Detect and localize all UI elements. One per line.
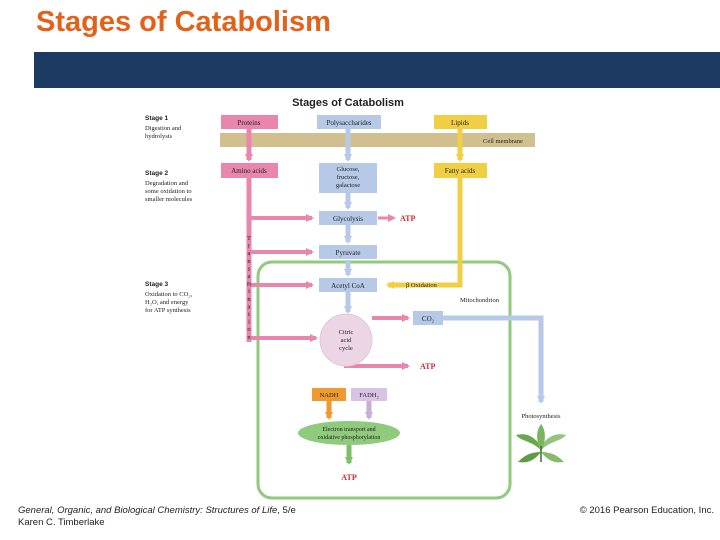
- transamination-letter: o: [247, 326, 250, 333]
- transamination-letter: m: [246, 281, 251, 288]
- transamination-letter: r: [248, 243, 251, 250]
- proteins-box: [221, 115, 278, 129]
- citric-acid-cycle-label: acid: [341, 337, 353, 344]
- cell-membrane-band: [220, 133, 535, 147]
- glucose-label: Glucose,: [337, 166, 360, 173]
- amino-acids-box: [221, 163, 278, 178]
- glucose-label: galactose: [336, 182, 360, 189]
- title-bar: [34, 52, 720, 88]
- stage-1-label: Stage 1 Digestion and hydrolysis: [145, 115, 182, 140]
- glycolysis-label: Glycolysis: [333, 215, 363, 223]
- transamination-letter: n: [247, 334, 251, 341]
- lipids-label: Lipids: [451, 119, 469, 127]
- stage-2-line: Degradation and: [145, 180, 189, 187]
- proteins-label: Proteins: [238, 119, 261, 127]
- atp-label: ATP: [420, 362, 436, 371]
- stage-3-line: for ATP synthesis: [145, 307, 191, 314]
- stage-1-line: hydrolysis: [145, 133, 173, 140]
- fadh2-label: FADH₂: [359, 392, 378, 399]
- transamination-letter: a: [248, 250, 251, 257]
- fatty-acids-label: Fatty acids: [445, 167, 476, 175]
- stage-3-label: Stage 3 Oxidation to CO₂, H₂O, and energ…: [145, 281, 193, 314]
- stage-2-line: smaller molecules: [145, 196, 193, 203]
- nadh-box: [312, 388, 346, 401]
- book-edition: , 5/e: [277, 505, 296, 516]
- transamination-letter: i: [248, 319, 250, 326]
- figure-title: Stages of Catabolism: [292, 97, 404, 109]
- stage-2-label: Stage 2 Degradation and some oxidation t…: [145, 170, 193, 203]
- mitochondrion-label: Mitochondrion: [460, 297, 500, 304]
- transamination-letter: a: [248, 273, 251, 280]
- mitochondrion-outline: [256, 260, 512, 500]
- stage-2-heading: Stage 2: [145, 170, 169, 177]
- pyruvate-label: Pyruvate: [336, 249, 361, 257]
- atp-label: ATP: [400, 214, 416, 223]
- book-title: General, Organic, and Biological Chemist…: [18, 505, 278, 516]
- stage-2-line: some oxidation to: [145, 188, 192, 195]
- copyright: © 2016 Pearson Education, Inc.: [579, 505, 714, 516]
- citric-acid-cycle-label: Citric: [339, 329, 354, 336]
- glucose-box: [319, 163, 377, 193]
- stage-3-line: Oxidation to CO₂,: [145, 291, 193, 298]
- transamination-letter: T: [247, 235, 251, 242]
- transamination-letter: i: [248, 288, 250, 295]
- amino-acids-label: Amino acids: [231, 167, 267, 175]
- electron-transport-label: oxidative phosphorylation: [318, 435, 381, 441]
- pyruvate-box: [319, 245, 377, 259]
- co2-box: [413, 311, 443, 325]
- photosynthesis-label: Photosynthesis: [521, 413, 560, 420]
- electron-transport-ellipse: [298, 421, 400, 445]
- plant-icon: [516, 424, 566, 463]
- cell-membrane-label: Cell membrane: [483, 138, 523, 145]
- fatty-acids-box: [434, 163, 487, 178]
- glycolysis-box: [319, 211, 377, 225]
- footer-citation: General, Organic, and Biological Chemist…: [18, 505, 296, 529]
- fadh2-box: [351, 388, 387, 401]
- transamination-letter: t: [248, 311, 250, 318]
- stage-1-line: Digestion and: [145, 125, 182, 132]
- polysaccharides-box: [317, 115, 381, 129]
- slide-title: Stages of Catabolism: [36, 6, 331, 38]
- stage-1-heading: Stage 1: [145, 115, 169, 122]
- transamination-letter: n: [247, 296, 251, 303]
- beta-oxidation-path: [386, 177, 463, 289]
- beta-oxidation-label: β Oxidation: [406, 282, 438, 289]
- nadh-label: NADH: [320, 392, 339, 399]
- acetyl-coa-box: [319, 278, 377, 292]
- stage-3-heading: Stage 3: [145, 281, 169, 288]
- co2-to-photosynthesis-arrow: [440, 315, 545, 404]
- book-author: Karen C. Timberlake: [18, 517, 105, 528]
- transamination-letter: s: [248, 265, 251, 272]
- co2-label: CO₂: [422, 315, 435, 323]
- polysaccharides-label: Polysaccharides: [326, 119, 371, 127]
- electron-transport-label: Electron transport and: [322, 427, 375, 433]
- lipids-box: [434, 115, 487, 129]
- glucose-label: fructose,: [337, 174, 360, 181]
- acetyl-coa-label: Acetyl CoA: [331, 282, 365, 290]
- stage-3-line: H₂O, and energy: [145, 299, 189, 306]
- atp-label: ATP: [341, 473, 357, 482]
- transamination-letter: a: [248, 303, 251, 310]
- citric-acid-cycle-circle: [319, 313, 373, 367]
- transamination-letter: n: [247, 258, 251, 265]
- citric-acid-cycle-label: cycle: [339, 345, 353, 352]
